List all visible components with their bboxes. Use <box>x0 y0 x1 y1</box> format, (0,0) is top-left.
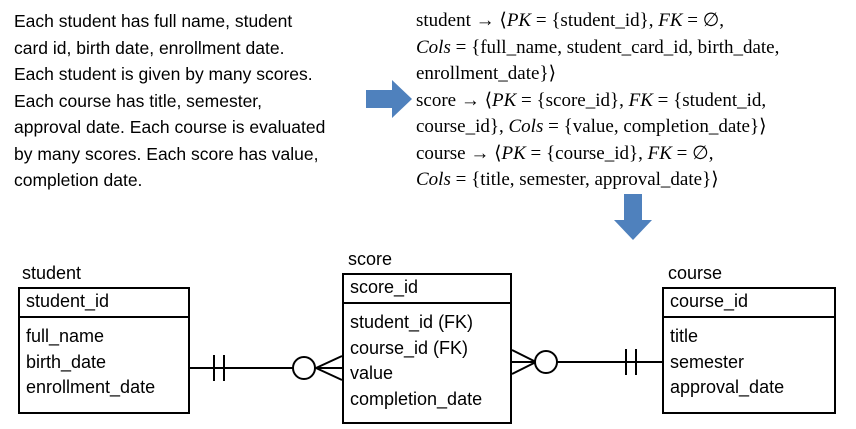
description-line: Each course has title, semester, <box>14 90 263 111</box>
course-attribute: approval_date <box>670 377 785 397</box>
score-attribute: student_id (FK) <box>350 312 474 332</box>
score-crowfoot-left-bottom <box>315 367 343 381</box>
student-entity-name: student <box>22 263 82 283</box>
schema-student-pk-label: PK <box>506 10 532 31</box>
schema-score-line-2: course_id}, Cols = {value, completion_da… <box>416 116 767 137</box>
schema-score-pk-label: PK <box>492 89 517 111</box>
schema-student-line-1: student → ⟨PK = {student_id}, FK = ∅, <box>416 10 725 31</box>
schema-score-line-1: score → ⟨PK = {score_id}, FK = {student_… <box>416 89 767 111</box>
schema-student-line-3: enrollment_date}⟩ <box>416 63 556 84</box>
description-line: Each student is given by many scores. <box>14 64 313 84</box>
student-pk: student_id <box>20 289 188 318</box>
schema-student-pk: {student_id} <box>551 10 649 31</box>
score-attributes: student_id (FK) course_id (FK) value com… <box>344 304 510 416</box>
schema-course-line-1: course → ⟨PK = {course_id}, FK = ∅, <box>416 142 714 164</box>
student-attribute: enrollment_date <box>26 377 156 397</box>
course-entity-name: course <box>668 263 723 283</box>
course-attribute: title <box>670 326 699 346</box>
student-attribute: birth_date <box>26 351 107 372</box>
score-zero-circle-right <box>534 350 558 374</box>
student-attributes: full_name birth_date enrollment_date <box>20 318 188 405</box>
schema-student-cols-a: {full_name, student_card_id, birth_date, <box>471 36 780 58</box>
schema-course-fk: ∅ <box>692 142 709 164</box>
schema-course-line-2: Cols = {title, semester, approval_date}⟩ <box>416 169 719 190</box>
schema-score-fk-label: FK <box>628 89 653 111</box>
score-entity-name: score <box>348 249 393 269</box>
schema-score-fk-a: {student_id, <box>673 89 767 111</box>
schema-course-cols: {title, semester, approval_date} <box>471 169 712 190</box>
score-zero-circle-left <box>292 356 316 380</box>
schema-score-name: score <box>416 89 457 111</box>
schema-student-line-2: Cols = {full_name, student_card_id, birt… <box>416 36 780 58</box>
student-attribute: full_name <box>26 326 105 346</box>
down-arrow-icon <box>614 194 652 240</box>
score-attribute: course_id (FK) <box>350 337 469 358</box>
schema-student-name: student <box>416 10 471 31</box>
schema-score-pk: {score_id} <box>536 89 620 111</box>
score-attribute: completion_date <box>350 388 483 409</box>
course-pk: course_id <box>664 289 834 318</box>
description-line: by many scores. Each score has value, <box>14 143 319 164</box>
schema-course-pk-label: PK <box>501 142 526 164</box>
score-crowfoot-left-top <box>315 355 343 369</box>
schema-course-cols-label: Cols <box>416 169 451 190</box>
relational-schema: student → ⟨PK = {student_id}, FK = ∅, Co… <box>416 8 856 194</box>
schema-score-cols-label: Cols <box>508 116 544 137</box>
score-pk: score_id <box>344 275 510 304</box>
description-line: completion date. <box>14 170 143 190</box>
description-line: Each student has full name, student <box>14 11 293 31</box>
schema-score-fk-b: course_id} <box>416 116 499 137</box>
right-arrow-icon <box>366 80 412 118</box>
score-attribute: value <box>350 363 394 383</box>
course-attributes: title semester approval_date <box>664 318 834 405</box>
schema-student-fk-label: FK <box>658 10 683 31</box>
schema-score-cols: {value, completion_date} <box>563 116 760 137</box>
schema-student-cols-label: Cols <box>416 36 451 58</box>
requirements-description: Each student has full name, student card… <box>14 8 374 194</box>
student-table: student_id full_name birth_date enrollme… <box>18 287 190 414</box>
score-table: score_id student_id (FK) course_id (FK) … <box>342 273 512 424</box>
schema-student-cols-b: enrollment_date} <box>416 63 549 84</box>
schema-course-name: course <box>416 142 466 164</box>
course-attribute: semester <box>670 351 745 372</box>
course-table: course_id title semester approval_date <box>662 287 836 414</box>
description-line: approval date. Each course is evaluated <box>14 117 326 137</box>
description-line: card id, birth date, enrollment date. <box>14 37 285 58</box>
schema-course-pk: {course_id} <box>546 142 639 164</box>
schema-student-fk: ∅ <box>702 10 720 31</box>
score-crowfoot-right-bottom <box>511 361 537 375</box>
schema-course-fk-label: FK <box>647 142 672 164</box>
score-crowfoot-right-top <box>511 349 537 363</box>
